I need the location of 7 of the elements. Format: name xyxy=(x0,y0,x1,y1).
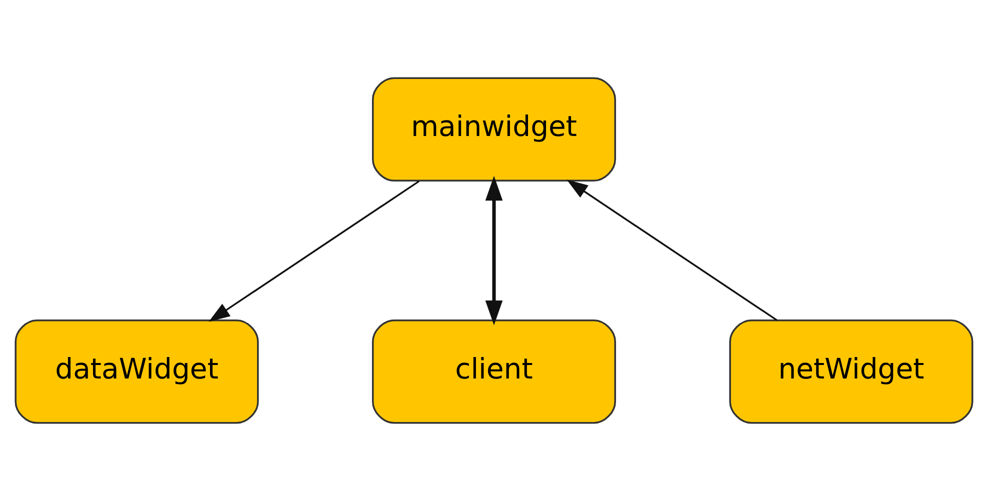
node-box: dataWidget xyxy=(14,318,259,424)
node-box: mainwidget xyxy=(372,76,616,182)
node-box: client xyxy=(372,318,616,424)
node-box: netWidget xyxy=(729,318,974,424)
arrow xyxy=(566,179,778,321)
arrow xyxy=(485,175,503,325)
arrow xyxy=(208,180,420,322)
